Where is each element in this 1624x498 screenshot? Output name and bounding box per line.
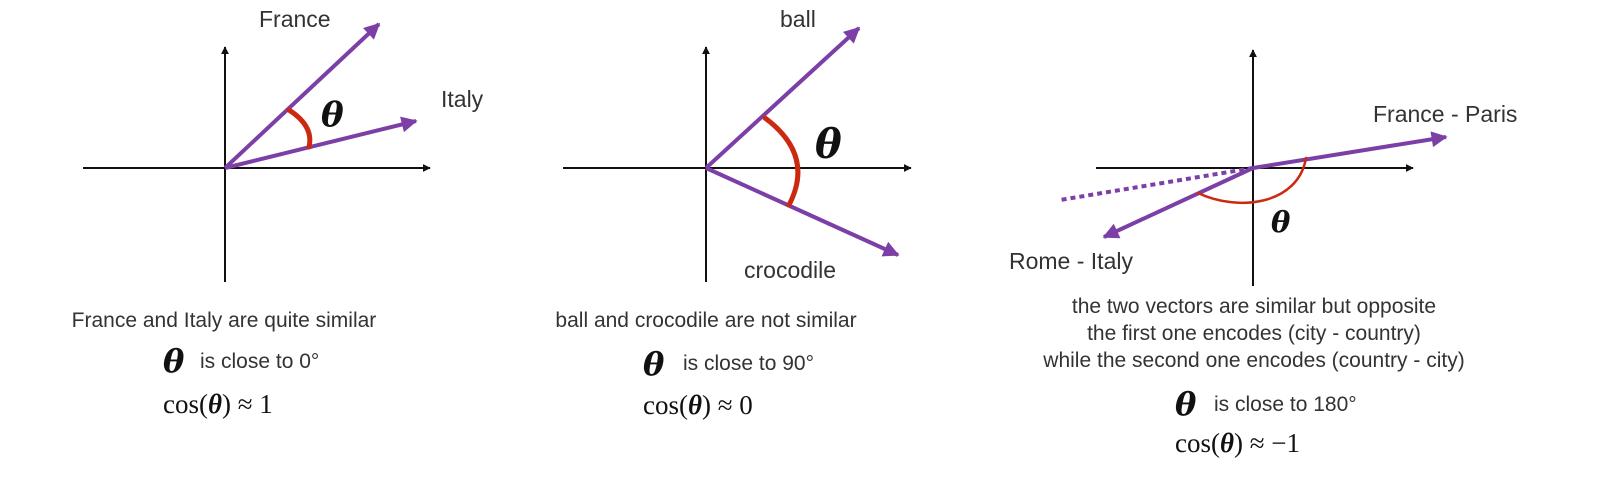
cos-value: ) ≈ 0 (702, 390, 753, 420)
vector-label-france-paris: France - Paris (1373, 101, 1517, 127)
cosine-formula: cos(θ) ≈ 1 (163, 389, 273, 419)
cos-prefix: cos( (643, 390, 688, 420)
cos-theta: θ (1220, 428, 1234, 458)
statement-theta: θ (163, 342, 185, 380)
angle-arc (286, 107, 313, 150)
vector-label-italy: Italy (441, 86, 484, 112)
caption: France and Italy are quite similar (72, 309, 377, 332)
caption-line-2: the first one encodes (city - country) (1087, 322, 1421, 345)
cos-theta: θ (208, 389, 222, 419)
theta-label: θ (815, 121, 842, 168)
vector-rome-italy (1102, 166, 1254, 239)
theta-label: θ (321, 95, 344, 135)
panel-0-degrees: θ France Italy France and Italy are quit… (72, 6, 484, 419)
cos-value: ) ≈ 1 (222, 389, 273, 419)
cos-theta: θ (688, 390, 702, 420)
statement-theta: θ (1175, 385, 1197, 423)
opposite-direction-dotted-line (1059, 166, 1254, 202)
vector-crocodile (705, 166, 900, 257)
vector-label-rome-italy: Rome - Italy (1009, 248, 1133, 274)
theta-label: θ (1271, 205, 1291, 239)
statement-theta: θ (643, 345, 665, 383)
vector-label-crocodile: crocodile (744, 257, 836, 283)
cos-value: ) ≈ −1 (1234, 428, 1300, 458)
panel-180-degrees: θ France - Paris Rome - Italy the two ve… (1009, 49, 1517, 458)
caption-line-3: while the second one encodes (country - … (1042, 349, 1464, 372)
cos-prefix: cos( (163, 389, 208, 419)
caption-line-1: the two vectors are similar but opposite (1072, 295, 1436, 318)
angle-arc (762, 115, 801, 208)
statement-text: is close to 90° (683, 352, 814, 375)
vector-italy (224, 116, 418, 170)
vector-france (223, 22, 381, 170)
caption: ball and crocodile are not similar (555, 309, 856, 332)
statement-text: is close to 180° (1214, 393, 1357, 416)
vector-france-paris (1252, 131, 1448, 170)
vector-ball (704, 26, 861, 170)
angle-arc (1196, 156, 1308, 204)
cosine-formula: cos(θ) ≈ −1 (1175, 428, 1300, 458)
vector-label-france: France (259, 6, 331, 32)
cosine-formula: cos(θ) ≈ 0 (643, 390, 753, 420)
statement-text: is close to 0° (200, 350, 319, 373)
panel-90-degrees: θ ball crocodile ball and crocodile are … (555, 6, 912, 420)
vector-label-ball: ball (780, 6, 816, 32)
cos-prefix: cos( (1175, 428, 1220, 458)
